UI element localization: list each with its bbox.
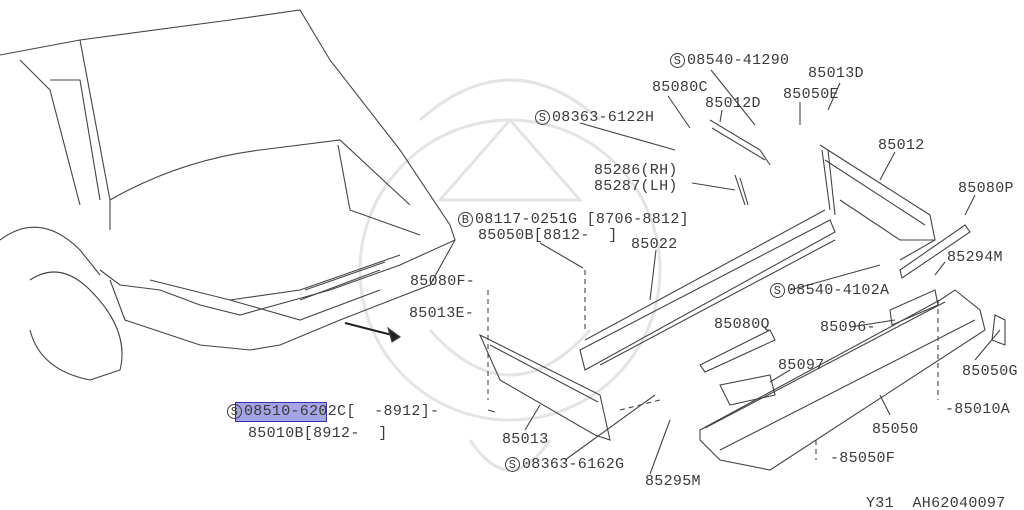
- part-label-85286[interactable]: 85286(RH): [594, 162, 678, 179]
- part-number: 08540-41290: [687, 52, 790, 69]
- part-label-85012[interactable]: 85012: [878, 137, 925, 154]
- part-label-85295M[interactable]: 85295M: [645, 473, 701, 490]
- side-cover-85013: [478, 333, 611, 441]
- diagram-reference-code: Y31 AH62040097: [866, 495, 1006, 510]
- part-label-85080F[interactable]: 85080F-: [410, 273, 476, 290]
- standard-part-icon: S: [670, 53, 685, 68]
- part-label-85050F[interactable]: -85050F: [830, 450, 896, 467]
- part-label-85010B[interactable]: 85010B[8912- ]: [248, 425, 388, 442]
- part-number: 08117-0251G [8706-8812]: [475, 211, 689, 228]
- part-label-85080P[interactable]: 85080P: [958, 180, 1014, 197]
- part-label-85080Q[interactable]: 85080Q: [714, 316, 770, 333]
- part-label-85080C[interactable]: 85080C: [652, 79, 708, 96]
- part-label-85294M[interactable]: 85294M: [947, 249, 1003, 266]
- part-label-85050E[interactable]: 85050E: [783, 86, 839, 103]
- standard-part-icon: S: [770, 283, 785, 298]
- part-label-85050G[interactable]: 85050G: [962, 363, 1018, 380]
- bumper-reinforcement: [579, 149, 836, 371]
- standard-part-icon: S: [535, 110, 550, 125]
- standard-part-icon: S: [505, 457, 520, 472]
- part-label-85022[interactable]: 85022: [631, 236, 678, 253]
- bolt-part-icon: B: [458, 212, 473, 227]
- part-label-85013E[interactable]: 85013E-: [409, 305, 475, 322]
- part-label-85050B[interactable]: 85050B[8812- ]: [478, 227, 618, 244]
- fastener-leaders: [487, 270, 939, 460]
- arrow-head: [387, 326, 401, 343]
- watermark-emblem: [358, 78, 662, 472]
- part-label-85097[interactable]: 85097: [778, 357, 825, 374]
- part-label-85013[interactable]: 85013: [502, 431, 549, 448]
- part-number: 08363-6122H: [552, 109, 655, 126]
- standard-part-icon: S: [227, 404, 242, 419]
- part-label-85287[interactable]: 85287(LH): [594, 178, 678, 195]
- part-number: 08510-6202C[ -8912]-: [244, 403, 440, 420]
- part-label-85010A[interactable]: -85010A: [945, 401, 1011, 418]
- bumper-stay: [709, 119, 936, 261]
- part-number: 08540-4102A: [787, 282, 890, 299]
- part-number: 08363-6162G: [522, 456, 625, 473]
- leader-lines: [487, 69, 1001, 475]
- part-label-85050[interactable]: 85050: [872, 421, 919, 438]
- part-label-85096[interactable]: 85096-: [820, 319, 876, 336]
- part-label-85012D[interactable]: 85012D: [705, 95, 761, 112]
- side-molding-85080P: [899, 224, 971, 279]
- car-body-outline: [0, 9, 456, 381]
- part-label-85013D[interactable]: 85013D: [808, 65, 864, 82]
